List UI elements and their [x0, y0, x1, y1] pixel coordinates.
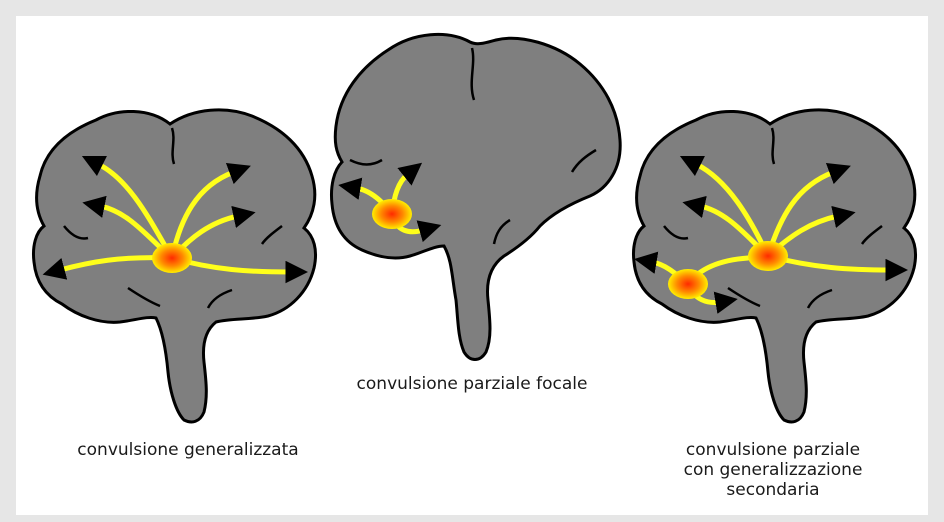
brain-focal — [330, 32, 622, 361]
brain-secondary — [632, 108, 918, 424]
brain-generalized — [32, 108, 318, 424]
seizure-focus-2 — [372, 199, 412, 229]
caption-line: secondaria — [726, 480, 820, 500]
caption-line: convulsione parziale focale — [356, 374, 588, 394]
figure-canvas: convulsione generalizzata convulsione pa… — [16, 16, 928, 515]
caption-focal: convulsione parziale focale — [312, 374, 632, 394]
caption-line: convulsione generalizzata — [77, 440, 299, 460]
brain-outline-2 — [330, 32, 622, 361]
caption-secondary: convulsione parziale con generalizzazion… — [628, 440, 918, 500]
caption-line: convulsione parziale — [685, 440, 861, 460]
seizure-focus-3-primary — [668, 269, 708, 299]
seizure-focus-1 — [152, 243, 192, 273]
seizure-focus-3-secondary — [748, 241, 788, 271]
caption-line: con generalizzazione — [683, 460, 863, 480]
caption-generalized: convulsione generalizzata — [28, 440, 348, 460]
